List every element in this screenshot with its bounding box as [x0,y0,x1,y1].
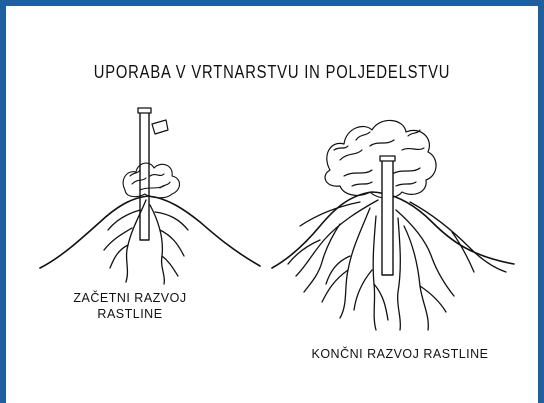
final-sensor-tube [382,160,393,275]
early-roots [104,200,188,284]
early-label-line2: RASTLINE [40,306,220,322]
early-tube-tag [152,120,168,134]
final-roots [288,200,506,330]
early-soil-mound [40,196,260,268]
early-tube-cap [138,108,151,113]
early-label-line1: ZAČETNI RAZVOJ [40,290,220,306]
final-tube-cap [380,156,395,161]
final-development-label: KONČNI RAZVOJ RASTLINE [300,346,500,362]
early-sensor-tube [140,112,149,240]
early-plant-drawing [40,108,260,284]
early-leaves [123,163,179,198]
final-plant-drawing [272,120,514,330]
early-development-label: ZAČETNI RAZVOJ RASTLINE [40,290,220,322]
